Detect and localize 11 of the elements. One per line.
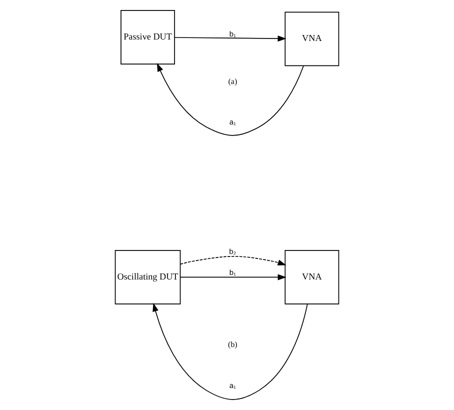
node-box: Oscillating DUT bbox=[114, 250, 181, 304]
node-box: VNA bbox=[284, 250, 340, 304]
arrow bbox=[174, 36, 286, 42]
label: (a) bbox=[228, 76, 238, 86]
arrow bbox=[156, 62, 304, 136]
label: (b) bbox=[228, 340, 238, 350]
arrow bbox=[180, 274, 286, 280]
arrow bbox=[152, 302, 308, 400]
arrow bbox=[180, 256, 286, 266]
node-box: VNA bbox=[284, 12, 340, 66]
node-box: Passive DUT bbox=[120, 10, 175, 64]
